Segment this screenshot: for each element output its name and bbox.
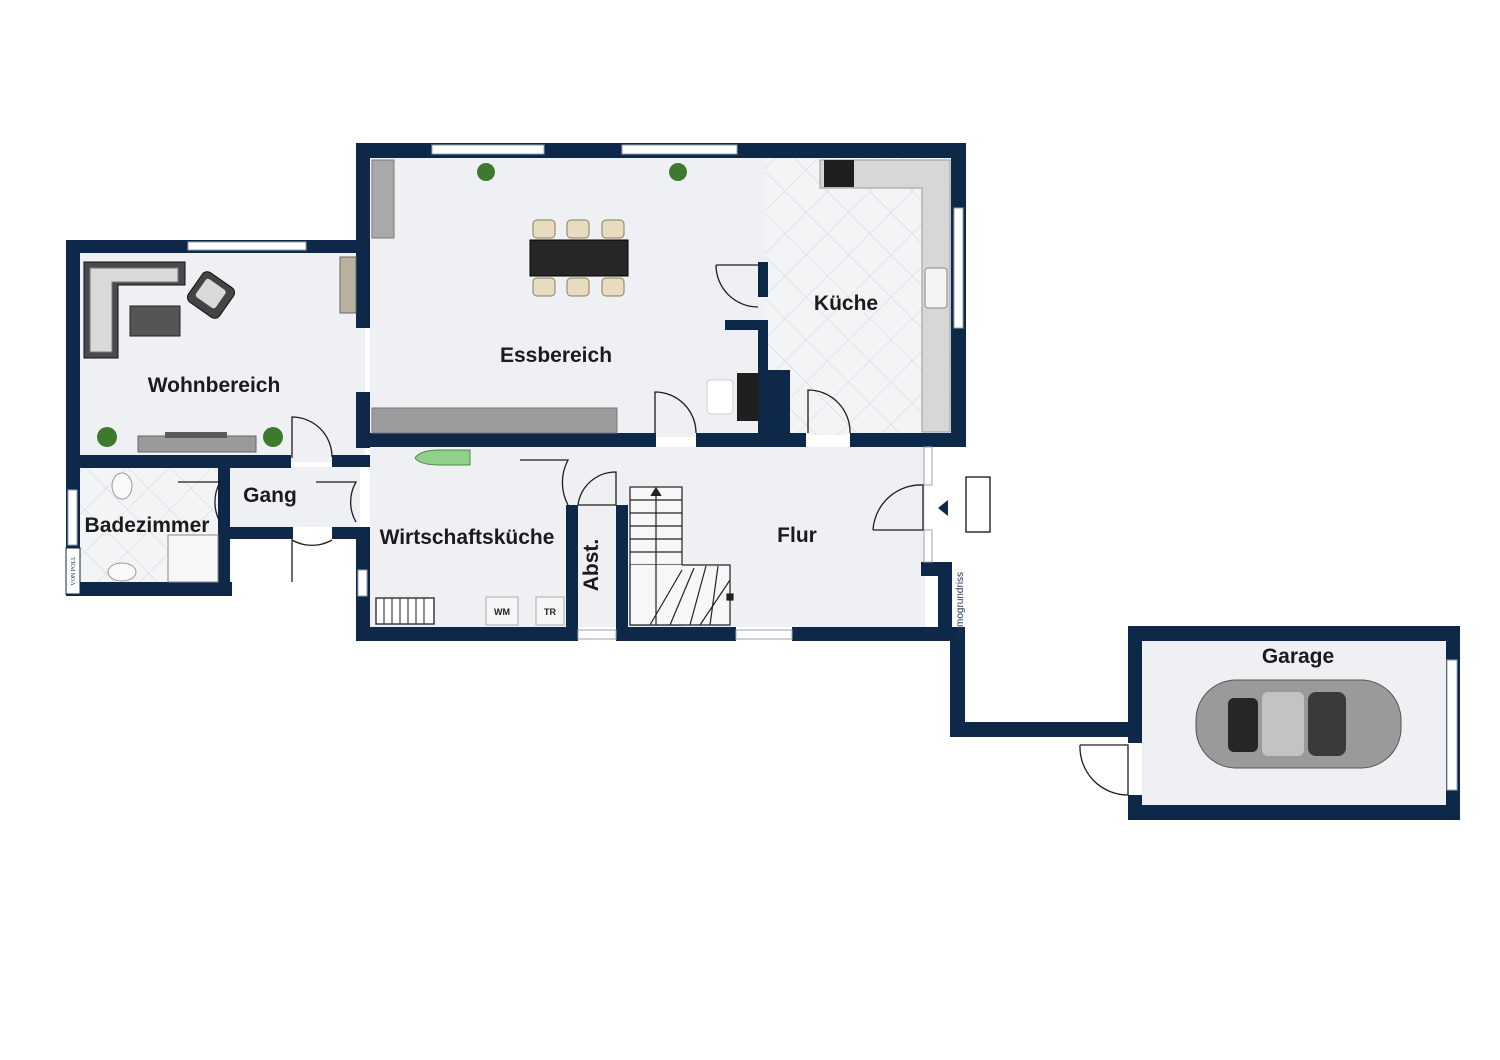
- windows: [67, 144, 1458, 791]
- dryer: TR: [535, 596, 565, 626]
- room-label-wohnbereich: Wohnbereich: [148, 374, 281, 397]
- shower-icon: [167, 534, 219, 583]
- fireplace: [706, 373, 759, 421]
- brand-side-text: Immogrundriss: [955, 572, 966, 638]
- wm-label: WM: [494, 607, 510, 617]
- logo-mark: [65, 547, 81, 595]
- wohnbereich-shelf: [339, 256, 357, 314]
- room-label-flur: Flur: [777, 524, 817, 547]
- kitchen-counter: [819, 159, 951, 433]
- plant-icon: [97, 163, 687, 447]
- room-label-abstellraum: Abst.: [580, 539, 603, 592]
- radiator: [375, 597, 435, 625]
- entrance-marker: [938, 476, 991, 533]
- doors: [178, 264, 1129, 796]
- room-label-badezimmer: Badezimmer: [85, 514, 210, 537]
- floors: [80, 157, 1447, 805]
- car-icon: [1195, 679, 1402, 769]
- washing-machine: WM: [485, 596, 519, 626]
- staircase: [629, 486, 734, 626]
- walls: [66, 143, 1460, 820]
- stove-icon: [824, 160, 854, 187]
- toilet-icon: [111, 472, 133, 500]
- dining-table: [529, 219, 629, 297]
- tr-label: TR: [544, 607, 556, 617]
- room-label-kueche: Küche: [814, 292, 878, 315]
- room-label-essbereich: Essbereich: [500, 344, 612, 367]
- brand-logo-text: VON POLL: [71, 556, 77, 586]
- sink-icon: [924, 267, 948, 309]
- washbasin-icon: [107, 562, 137, 582]
- room-label-gang: Gang: [243, 484, 297, 507]
- ironing-board: [414, 449, 471, 466]
- room-label-garage: Garage: [1262, 645, 1334, 668]
- wohnbereich-sofa: [83, 261, 236, 359]
- room-label-wirtschaftskueche: Wirtschaftsküche: [380, 526, 555, 549]
- room-labels: Wohnbereich Essbereich Küche Gang Badezi…: [85, 292, 1335, 668]
- bathroom-fixtures: [107, 472, 219, 583]
- essbereich-cabinets: [371, 159, 618, 434]
- entrance-arrow-icon: [938, 500, 948, 516]
- wohnbereich-sideboard: [137, 432, 257, 453]
